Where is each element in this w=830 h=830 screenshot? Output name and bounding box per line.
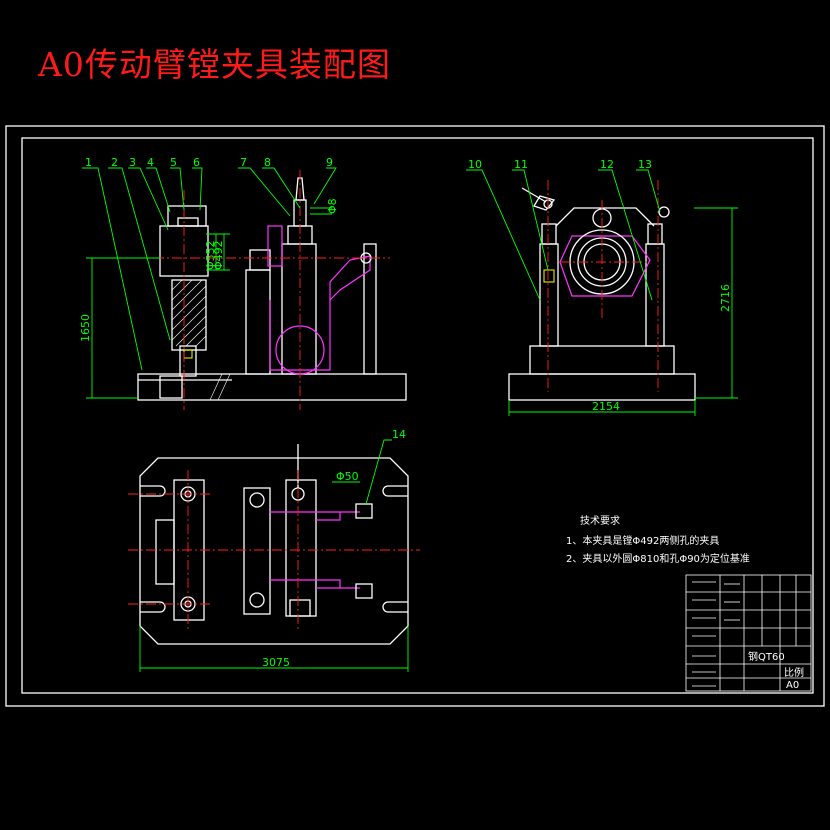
front-view: Φ552 Φ492 1650 Φ8 bbox=[79, 156, 407, 410]
title-block-sheet: A0 bbox=[786, 680, 799, 691]
plan-base bbox=[139, 457, 409, 645]
dim-height-left: 1650 bbox=[79, 314, 92, 342]
front-base bbox=[137, 373, 407, 401]
part-7: 7 bbox=[240, 156, 247, 169]
part-9: 9 bbox=[326, 156, 333, 169]
part-6: 6 bbox=[193, 156, 200, 169]
part-13: 13 bbox=[638, 158, 652, 171]
drawing-title: A0传动臂镗夹具装配图 bbox=[38, 45, 391, 84]
title-block-material: 钢QT60 bbox=[748, 650, 785, 663]
part-8: 8 bbox=[264, 156, 271, 169]
title-block: 钢QT60 比例 A0 bbox=[685, 574, 812, 692]
part-4: 4 bbox=[147, 156, 154, 169]
dim-phi-492: Φ492 bbox=[212, 240, 225, 270]
front-clamp-column bbox=[281, 243, 317, 375]
dim-width-side: 2154 bbox=[592, 400, 620, 413]
part-labels-side: 10 11 12 13 bbox=[468, 158, 652, 171]
side-workpiece bbox=[559, 229, 651, 297]
leaders-front bbox=[82, 167, 337, 371]
part-5: 5 bbox=[170, 156, 177, 169]
plan-view: 3075 Φ50 14 bbox=[128, 428, 420, 672]
inner-frame bbox=[21, 137, 814, 694]
part-11: 11 bbox=[514, 158, 528, 171]
dim-phi-8: Φ8 bbox=[326, 198, 339, 214]
part-3: 3 bbox=[129, 156, 136, 169]
side-view: 2716 2154 10 11 12 13 bbox=[466, 158, 738, 416]
tech-req-item-1: 1、本夹具是镗Φ492两侧孔的夹具 bbox=[566, 534, 719, 547]
side-base bbox=[508, 373, 696, 401]
section-hatch bbox=[171, 279, 231, 401]
tech-req-heading: 技术要求 bbox=[580, 514, 620, 527]
part-12: 12 bbox=[600, 158, 614, 171]
dim-width-plan: 3075 bbox=[262, 656, 290, 669]
part-labels-front: 1 2 3 4 5 6 7 8 9 bbox=[85, 156, 333, 169]
part-14: 14 bbox=[392, 428, 406, 441]
part-2: 2 bbox=[111, 156, 118, 169]
dim-height-right: 2716 bbox=[719, 284, 732, 312]
part-1: 1 bbox=[85, 156, 92, 169]
title-block-scale: 比例 bbox=[784, 666, 804, 679]
outer-frame bbox=[5, 125, 825, 707]
front-support bbox=[245, 269, 271, 375]
technical-requirements: 技术要求 1、本夹具是镗Φ492两侧孔的夹具 2、夹具以外圆Φ810和孔Φ90为… bbox=[566, 514, 750, 565]
front-workpiece bbox=[269, 255, 371, 371]
dim-phi-50: Φ50 bbox=[336, 470, 359, 483]
dim-phi-552: Φ552 bbox=[204, 240, 217, 270]
leaders-side bbox=[466, 169, 661, 301]
part-10: 10 bbox=[468, 158, 482, 171]
plan-workpiece bbox=[270, 511, 360, 589]
tech-req-item-2: 2、夹具以外圆Φ810和孔Φ90为定位基准 bbox=[566, 552, 750, 565]
